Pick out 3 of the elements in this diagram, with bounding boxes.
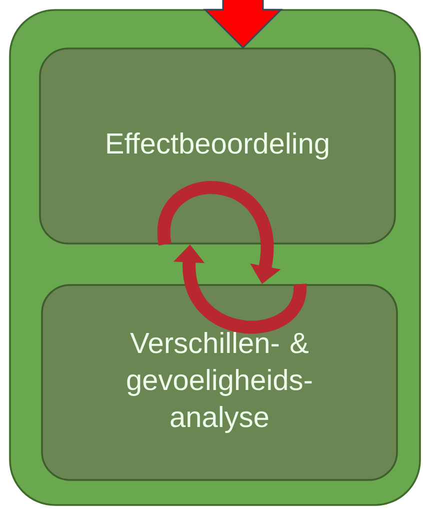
arrow bbox=[203, 0, 283, 49]
process-box: Effectbeoordeling bbox=[39, 48, 396, 244]
process-box: Verschillen- & gevoeligheids- analyse bbox=[41, 284, 398, 481]
